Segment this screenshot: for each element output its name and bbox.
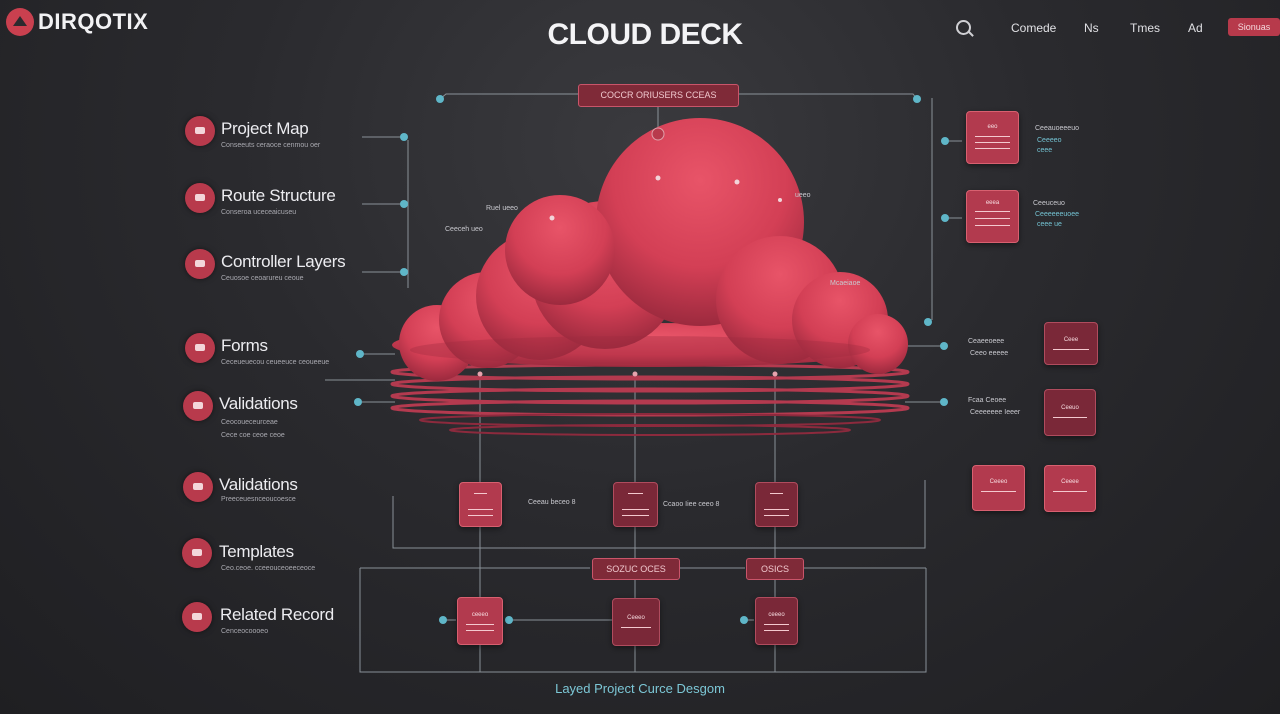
sidebar-item-sub: Cece coe ceoe ceoe: [221, 432, 285, 439]
sidebar-item-sub: Ceocoueceurceae: [221, 419, 278, 426]
middle-tag-2[interactable]: OSICS: [746, 558, 804, 580]
nav-item-4[interactable]: Ad: [1188, 21, 1203, 35]
right-label-3-title: Ceaeeoeee: [968, 338, 1005, 345]
sidebar-item-validations-2[interactable]: Validations: [219, 475, 298, 494]
right-node-3[interactable]: Ceee: [1044, 322, 1098, 365]
nav-item-2[interactable]: Ns: [1084, 21, 1099, 35]
mid-node-2[interactable]: [613, 482, 658, 527]
cloud-label-4: Mcaeiaoe: [830, 280, 861, 287]
mid-node-1[interactable]: [459, 482, 502, 527]
project-map-icon[interactable]: [185, 116, 215, 146]
cloud-label-1: Ruel ueeo: [486, 205, 518, 212]
right-label-2-sub: Ceeeeeeuoee: [1035, 211, 1079, 218]
right-node-2[interactable]: eeea: [966, 190, 1019, 243]
bottom-node-2[interactable]: Ceeeo: [612, 598, 660, 646]
cloud-label-3: ueeo: [795, 192, 811, 199]
sidebar-item-templates[interactable]: Templates: [219, 542, 294, 561]
sidebar-item-project-map[interactable]: Project Map: [221, 119, 309, 138]
templates-icon[interactable]: [182, 538, 212, 568]
controller-layers-icon[interactable]: [185, 249, 215, 279]
right-node-1[interactable]: eeo: [966, 111, 1019, 164]
validations-2-icon[interactable]: [183, 472, 213, 502]
brand-logo[interactable]: DIRQOTIX: [6, 8, 148, 36]
sidebar-item-related-record[interactable]: Related Record: [220, 605, 334, 624]
diagram-caption: Layed Project Curce Desgom: [555, 681, 725, 696]
right-node-4[interactable]: Ceeuo: [1044, 389, 1096, 436]
page-title: CLOUD DECK: [547, 18, 744, 51]
right-label-4-sub: Ceeeeeee Ieeer: [970, 409, 1021, 416]
right-label-1-title: Ceeauoeeeuo: [1035, 125, 1079, 132]
search-icon[interactable]: [956, 20, 971, 35]
mid-node-3[interactable]: [755, 482, 798, 527]
lower-label-1: Ceeau beceo 8: [528, 499, 576, 506]
header-action-button[interactable]: Sionuas: [1228, 18, 1280, 36]
sidebar-item-validations[interactable]: Validations: [219, 394, 298, 413]
right-label-1-sub2: ceee: [1037, 147, 1053, 154]
bottom-node-3[interactable]: ceeeo: [755, 597, 798, 645]
sidebar-item-sub: Ceo.ceoe. cceeouceoeeceoce: [221, 565, 316, 572]
sidebar-item-sub: Conseroa uceceaicuseu: [221, 209, 297, 216]
sidebar-item-sub: Cenceocoooeo: [221, 628, 269, 635]
right-label-2-sub2: ceee ue: [1037, 221, 1062, 228]
lower-label-2: Ccaoo Iiee ceeo 8: [663, 501, 720, 508]
right-node-5[interactable]: Ceeeo: [972, 465, 1025, 511]
logo-icon: [6, 8, 34, 36]
right-label-1-sub: Ceeeeo: [1037, 137, 1062, 144]
validations-icon[interactable]: [183, 391, 213, 421]
cloud-label-2: Ceeceh ueo: [445, 226, 483, 233]
right-label-4-title: Fcaa Ceoee: [968, 397, 1007, 404]
sidebar-item-sub: Ceuosoe ceoarureu ceoue: [221, 275, 304, 282]
sidebar-item-sub: Conseeuts ceraoce cenmou oer: [221, 142, 321, 149]
route-structure-icon[interactable]: [185, 183, 215, 213]
forms-icon[interactable]: [185, 333, 215, 363]
related-record-icon[interactable]: [182, 602, 212, 632]
right-node-6[interactable]: Ceeee: [1044, 465, 1096, 512]
right-label-3-sub: Ceeo eeeee: [970, 350, 1009, 357]
right-label-2-title: Ceeuceuo: [1033, 200, 1065, 207]
sidebar-item-sub: Ceceueuecou ceueeuce ceoueeue: [221, 359, 330, 366]
middle-tag-1[interactable]: SOZUC OCES: [592, 558, 680, 580]
logo-text: DIRQOTIX: [38, 9, 149, 34]
sidebar-item-route-structure[interactable]: Route Structure: [221, 186, 336, 205]
sidebar-item-sub: Preeceuesnceoucoesce: [221, 496, 296, 503]
nav-item-3[interactable]: Tmes: [1130, 21, 1160, 35]
sidebar-item-forms[interactable]: Forms: [221, 336, 268, 355]
nav-item-1[interactable]: Comede: [1011, 21, 1057, 35]
top-tag[interactable]: COCCR ORIUSERS CCEAS: [578, 84, 739, 107]
sidebar-item-controller-layers[interactable]: Controller Layers: [221, 252, 346, 271]
bottom-node-1[interactable]: ceeeo: [457, 597, 503, 645]
